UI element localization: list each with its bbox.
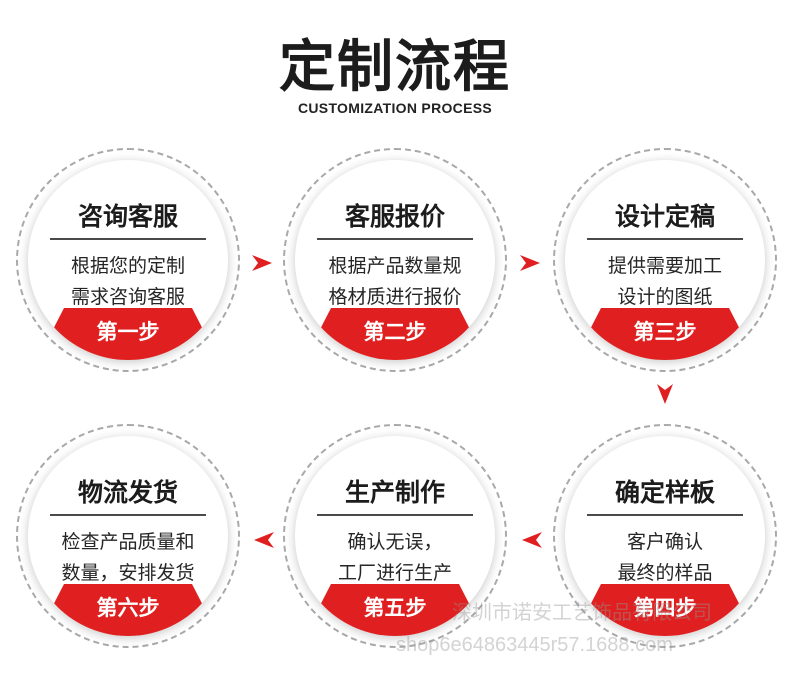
arrow-right-icon bbox=[520, 255, 540, 271]
step-2-label: 第二步 bbox=[363, 320, 427, 344]
step-4-divider bbox=[587, 514, 743, 516]
step-4-desc-line2: 最终的样品 bbox=[617, 562, 713, 584]
step-5-band bbox=[295, 584, 495, 636]
step-4-band bbox=[565, 584, 765, 636]
step-6-title: 物流发货 bbox=[77, 478, 178, 507]
step-2-desc-line1: 根据产品数量规 bbox=[328, 255, 462, 277]
step-3-desc-line1: 提供需要加工 bbox=[607, 255, 722, 277]
step-5-desc-line1: 确认无误， bbox=[347, 531, 443, 553]
step-3-card: 设计定稿 提供需要加工 设计的图纸 第三步 bbox=[565, 160, 765, 360]
step-6-band bbox=[28, 584, 228, 636]
step-2-card: 客服报价 根据产品数量规 格材质进行报价 第二步 bbox=[295, 160, 495, 360]
step-1-card: 咨询客服 根据您的定制 需求咨询客服 第一步 bbox=[28, 160, 228, 360]
step-2-title: 客服报价 bbox=[344, 202, 445, 231]
watermark-company: 深圳市诺安工艺饰品有限公司 bbox=[452, 602, 712, 624]
step-3-divider bbox=[587, 238, 743, 240]
step-3-title: 设计定稿 bbox=[614, 202, 715, 231]
arrow-right-icon bbox=[252, 255, 272, 271]
step-5-title: 生产制作 bbox=[344, 478, 445, 507]
step-6-label: 第六步 bbox=[96, 596, 160, 620]
step-1-circle: 咨询客服 根据您的定制 需求咨询客服 第一步 bbox=[16, 148, 240, 372]
step-1-label: 第一步 bbox=[96, 320, 160, 344]
step-6-card: 物流发货 检查产品质量和 数量，安排发货 第六步 bbox=[28, 436, 228, 636]
step-2-circle: 客服报价 根据产品数量规 格材质进行报价 第二步 bbox=[283, 148, 507, 372]
page-title: 定制流程 bbox=[279, 35, 511, 100]
step-3-circle: 设计定稿 提供需要加工 设计的图纸 第三步 bbox=[553, 148, 777, 372]
step-1-divider bbox=[50, 238, 206, 240]
step-2-desc-line2: 格材质进行报价 bbox=[328, 286, 462, 308]
step-1-desc-line1: 根据您的定制 bbox=[70, 255, 185, 277]
step-4-card: 确定样板 客户确认 最终的样品 第四步 bbox=[565, 436, 765, 636]
step-4-label: 第四步 bbox=[633, 596, 697, 620]
step-4-title: 确定样板 bbox=[614, 478, 715, 507]
step-6-divider bbox=[50, 514, 206, 516]
step-3-label: 第三步 bbox=[633, 320, 697, 344]
step-5-desc-line2: 工厂进行生产 bbox=[337, 562, 452, 584]
step-1-desc-line2: 需求咨询客服 bbox=[70, 286, 185, 308]
arrow-left-icon bbox=[254, 532, 274, 548]
step-1-band bbox=[28, 308, 228, 360]
arrow-down-icon bbox=[657, 384, 673, 404]
page-subtitle: CUSTOMIZATION PROCESS bbox=[297, 100, 492, 116]
step-3-desc-line2: 设计的图纸 bbox=[617, 286, 713, 308]
step-5-card: 生产制作 确认无误， 工厂进行生产 第五步 bbox=[295, 436, 495, 636]
step-6-desc-line2: 数量，安排发货 bbox=[61, 562, 195, 584]
step-2-divider bbox=[317, 238, 473, 240]
watermark-url: shop6e64863445r57.1688.com bbox=[396, 634, 673, 656]
step-4-circle: 确定样板 客户确认 最终的样品 第四步 bbox=[553, 424, 777, 648]
step-3-band bbox=[565, 308, 765, 360]
step-6-circle: 物流发货 检查产品质量和 数量，安排发货 第六步 bbox=[16, 424, 240, 648]
step-5-label: 第五步 bbox=[363, 596, 427, 620]
step-5-divider bbox=[317, 514, 473, 516]
step-2-band bbox=[295, 308, 495, 360]
step-5-circle: 生产制作 确认无误， 工厂进行生产 第五步 bbox=[283, 424, 507, 648]
step-1-title: 咨询客服 bbox=[77, 202, 178, 231]
step-6-desc-line1: 检查产品质量和 bbox=[61, 531, 195, 553]
step-4-desc-line1: 客户确认 bbox=[626, 531, 703, 553]
arrow-left-icon bbox=[522, 532, 542, 548]
